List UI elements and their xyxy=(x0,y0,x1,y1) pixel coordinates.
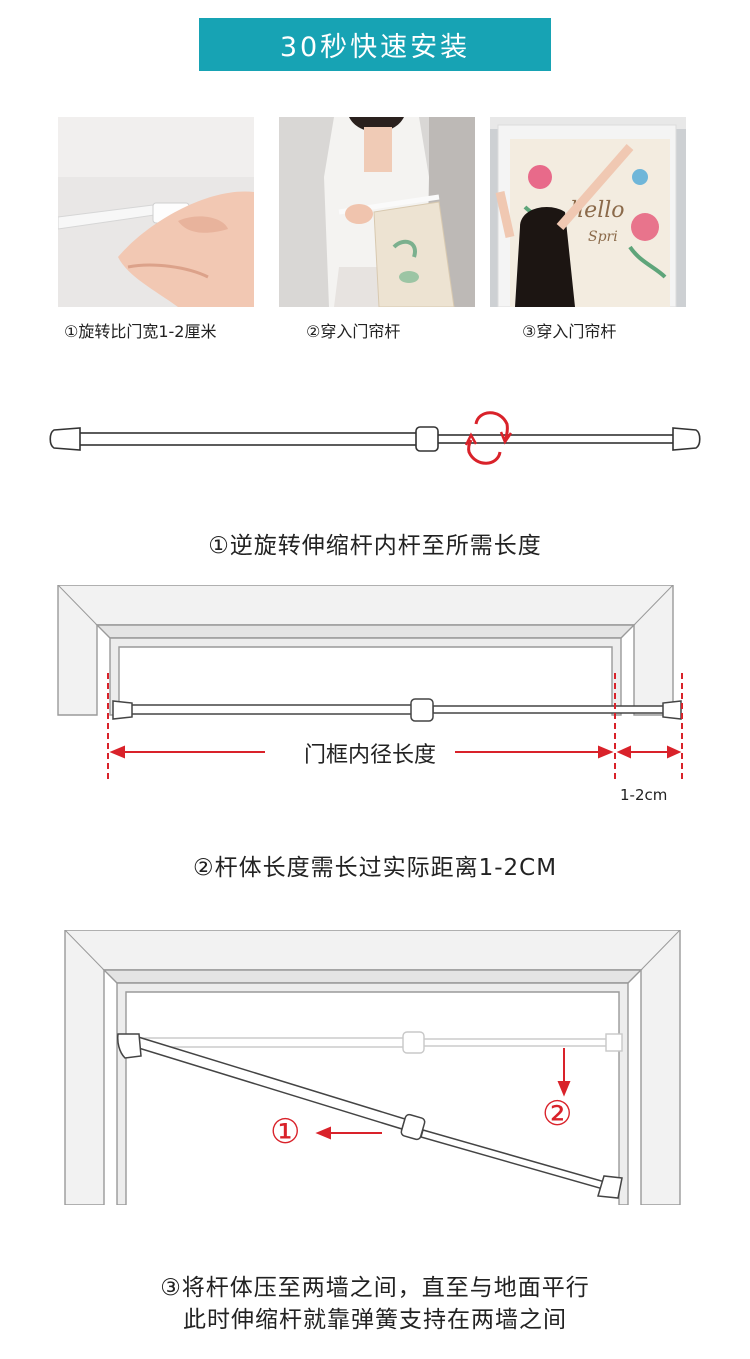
photo-caption-3: ③穿入门帘杆 xyxy=(522,322,617,341)
curtain-print-word-2: Spri xyxy=(588,229,618,245)
woman-hanging-curtain-photo: hello Spri xyxy=(490,117,686,307)
photo-caption-1: ①旋转比门宽1-2厘米 xyxy=(64,322,217,341)
measure-label: 门框内径长度 xyxy=(303,743,436,768)
hand-rotating-rod-photo xyxy=(58,117,254,307)
marker-2-icon: ② xyxy=(542,1094,573,1134)
woman-threading-curtain-photo xyxy=(279,117,475,307)
step1-text: ①逆旋转伸缩杆内杆至所需长度 xyxy=(208,533,542,559)
doorframe-measure-diagram xyxy=(0,585,750,810)
step3-text-line1: ③将杆体压至两墙之间，直至与地面平行 xyxy=(160,1275,590,1301)
extra-length-label: 1-2cm xyxy=(620,786,668,804)
marker-1-icon: ① xyxy=(270,1112,301,1152)
step3-text-line2: 此时伸缩杆就靠弹簧支持在两墙之间 xyxy=(183,1307,567,1333)
rotation-rod-diagram xyxy=(0,402,750,478)
photo-caption-2: ②穿入门帘杆 xyxy=(306,322,401,341)
section-title-banner: 30秒快速安装 xyxy=(199,18,551,71)
doorframe-install-diagram xyxy=(0,930,750,1205)
rotate-arrows-icon xyxy=(464,411,513,465)
step2-text: ②杆体长度需长过实际距离1-2CM xyxy=(192,855,558,881)
